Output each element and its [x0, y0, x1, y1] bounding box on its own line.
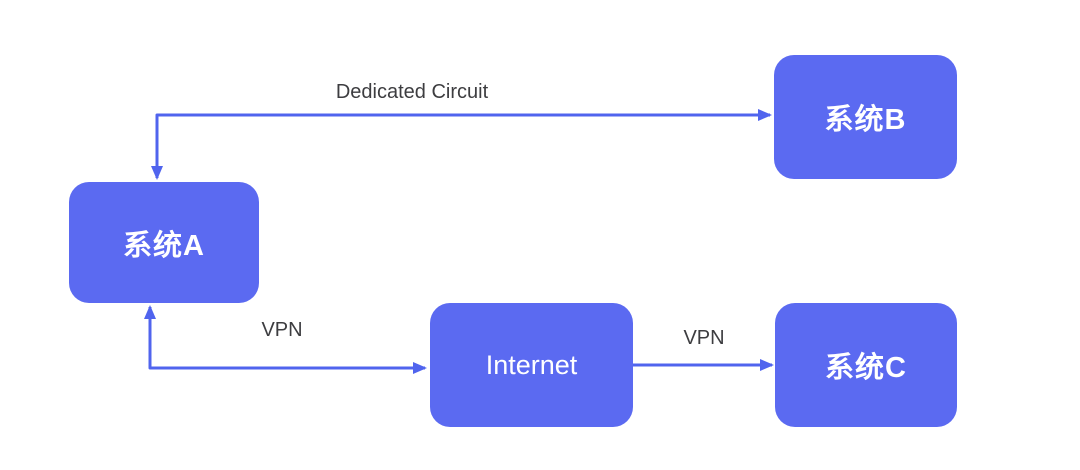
- node-system-a-label: 系统A: [123, 229, 205, 262]
- edge-vpn-a-internet: [144, 305, 427, 374]
- node-system-a: 系统A: [69, 182, 259, 303]
- edge-label-dedicated-circuit: Dedicated Circuit: [335, 81, 489, 103]
- node-internet-label: Internet: [485, 349, 578, 380]
- edge-dedicated-circuit: [151, 109, 772, 180]
- node-system-b: 系统B: [774, 55, 957, 179]
- node-system-b-label: 系统B: [824, 104, 907, 136]
- edge-label-vpn-internet-c: VPN: [683, 327, 725, 349]
- edge-label-vpn-a-internet: VPN: [261, 319, 303, 341]
- node-internet: Internet: [430, 303, 633, 427]
- node-system-c: 系统C: [775, 303, 957, 427]
- node-system-c-label: 系统C: [825, 352, 907, 384]
